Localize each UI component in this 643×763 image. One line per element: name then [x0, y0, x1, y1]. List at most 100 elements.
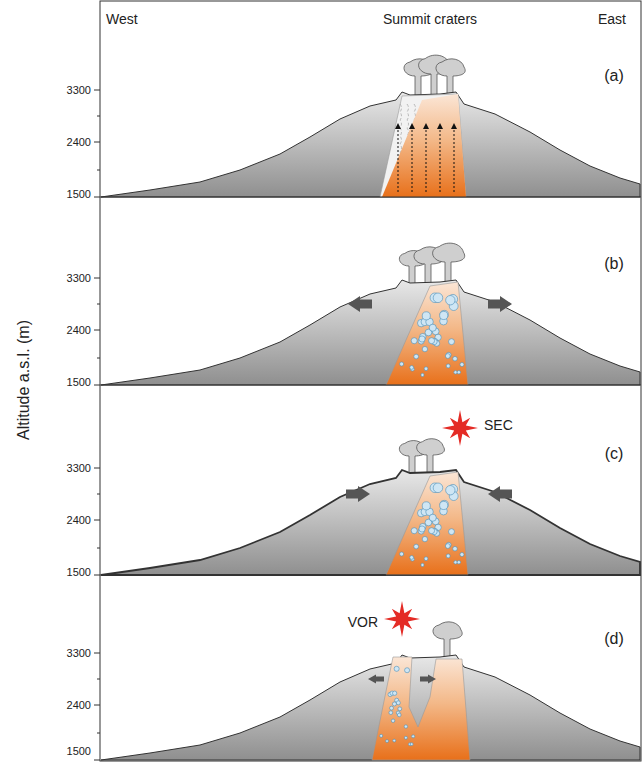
gas-bubble	[414, 354, 419, 359]
gas-bubble	[421, 373, 424, 376]
annotation-label: (a)	[604, 67, 624, 85]
gas-bubble	[394, 666, 399, 671]
volcano-edifice	[101, 92, 640, 197]
gas-bubble	[411, 528, 417, 534]
gas-bubble	[400, 362, 404, 366]
gas-bubble	[421, 563, 424, 566]
gas-bubble	[392, 702, 396, 706]
gas-plume	[433, 622, 462, 659]
gas-bubble	[457, 561, 460, 564]
gas-bubble	[429, 514, 436, 521]
gas-plume	[433, 243, 465, 284]
gas-bubble	[386, 740, 389, 743]
volcano-edifice	[101, 470, 640, 575]
axis-tick	[94, 653, 100, 654]
gas-bubble	[454, 371, 457, 374]
annotation-label: West	[106, 12, 138, 27]
gas-bubble	[446, 554, 450, 558]
volcano-edifice	[101, 655, 640, 760]
gas-bubble	[392, 691, 396, 695]
gas-bubble	[419, 336, 425, 342]
gas-bubble	[389, 711, 393, 715]
axis-tick	[94, 575, 100, 576]
gas-bubble	[445, 354, 450, 359]
gas-bubble	[440, 501, 448, 509]
gas-bubble	[410, 366, 414, 370]
axis-tick	[97, 304, 100, 305]
gas-bubble	[422, 312, 430, 320]
gas-flow-arrow	[440, 126, 441, 192]
axis-title: Altitude a.s.l. (m)	[15, 320, 33, 440]
panel	[94, 601, 640, 760]
magma-column	[386, 282, 468, 385]
gas-bubble	[380, 734, 383, 737]
axis-tick	[94, 705, 100, 706]
deformation-arrow	[488, 296, 512, 312]
gas-bubble	[446, 486, 455, 495]
gas-bubble	[404, 725, 407, 728]
gas-bubble	[445, 544, 450, 549]
gas-bubble	[460, 552, 464, 556]
gas-bubble	[424, 557, 428, 561]
deformation-arrow	[488, 486, 512, 502]
gas-bubble	[422, 536, 427, 541]
panel-divider	[100, 197, 641, 198]
panel	[94, 243, 641, 385]
gas-bubble	[391, 719, 395, 723]
gas-bubble	[449, 339, 455, 345]
gas-bubble	[396, 701, 400, 705]
gas-bubble	[446, 296, 455, 305]
gas-flow-arrow	[398, 126, 399, 192]
axis-tick	[94, 90, 100, 91]
axis-tick	[97, 494, 100, 495]
annotation-label: Summit craters	[383, 12, 477, 27]
gas-plume	[417, 439, 445, 474]
annotation-label: (b)	[604, 255, 624, 273]
deformation-arrow	[368, 675, 384, 684]
deformation-arrow	[346, 486, 370, 502]
magma-column	[372, 657, 470, 760]
gas-plume	[436, 59, 465, 96]
panel	[94, 410, 641, 575]
axis-tick	[97, 116, 100, 117]
magma-column	[386, 472, 468, 575]
gas-bubble	[440, 310, 448, 318]
gas-bubble	[419, 526, 425, 532]
axis-tick-label: 2400	[67, 136, 91, 148]
explosion-star	[384, 601, 420, 637]
deformation-arrow	[348, 296, 372, 312]
gas-bubble	[411, 338, 417, 344]
axis-tick	[97, 170, 100, 171]
gas-bubble	[440, 500, 448, 508]
axis-tick	[94, 468, 100, 469]
figure-frame	[100, 1, 641, 761]
gas-flow-arrow	[426, 126, 427, 192]
axis-tick-label: 3300	[67, 647, 91, 659]
axis-tick	[94, 330, 100, 331]
gas-bubble	[405, 668, 410, 673]
gas-bubble	[412, 735, 415, 738]
annotation-label: VOR	[348, 615, 378, 630]
annotation-label: SEC	[484, 418, 513, 433]
gas-bubble	[400, 552, 404, 556]
gas-bubble	[410, 743, 413, 746]
axis-tick-label: 1500	[67, 566, 91, 578]
gas-bubble	[433, 483, 443, 493]
gas-bubble	[393, 739, 396, 742]
gas-bubble	[424, 367, 428, 371]
gas-bubble	[457, 371, 460, 374]
gas-bubble	[453, 546, 458, 551]
axis-tick-label: 1500	[67, 745, 91, 757]
axis-tick	[97, 679, 100, 680]
axis-tick	[97, 358, 100, 359]
axis-tick-label: 1500	[67, 188, 91, 200]
axis-tick	[94, 760, 100, 761]
axis-tick	[97, 733, 100, 734]
axis-tick	[94, 385, 100, 386]
annotation-label: East	[598, 12, 626, 27]
deformation-arrow	[420, 675, 436, 684]
axis-tick-label: 2400	[67, 699, 91, 711]
axis-tick	[94, 142, 100, 143]
volcano-edifice	[101, 280, 640, 385]
gas-bubble	[449, 529, 455, 535]
